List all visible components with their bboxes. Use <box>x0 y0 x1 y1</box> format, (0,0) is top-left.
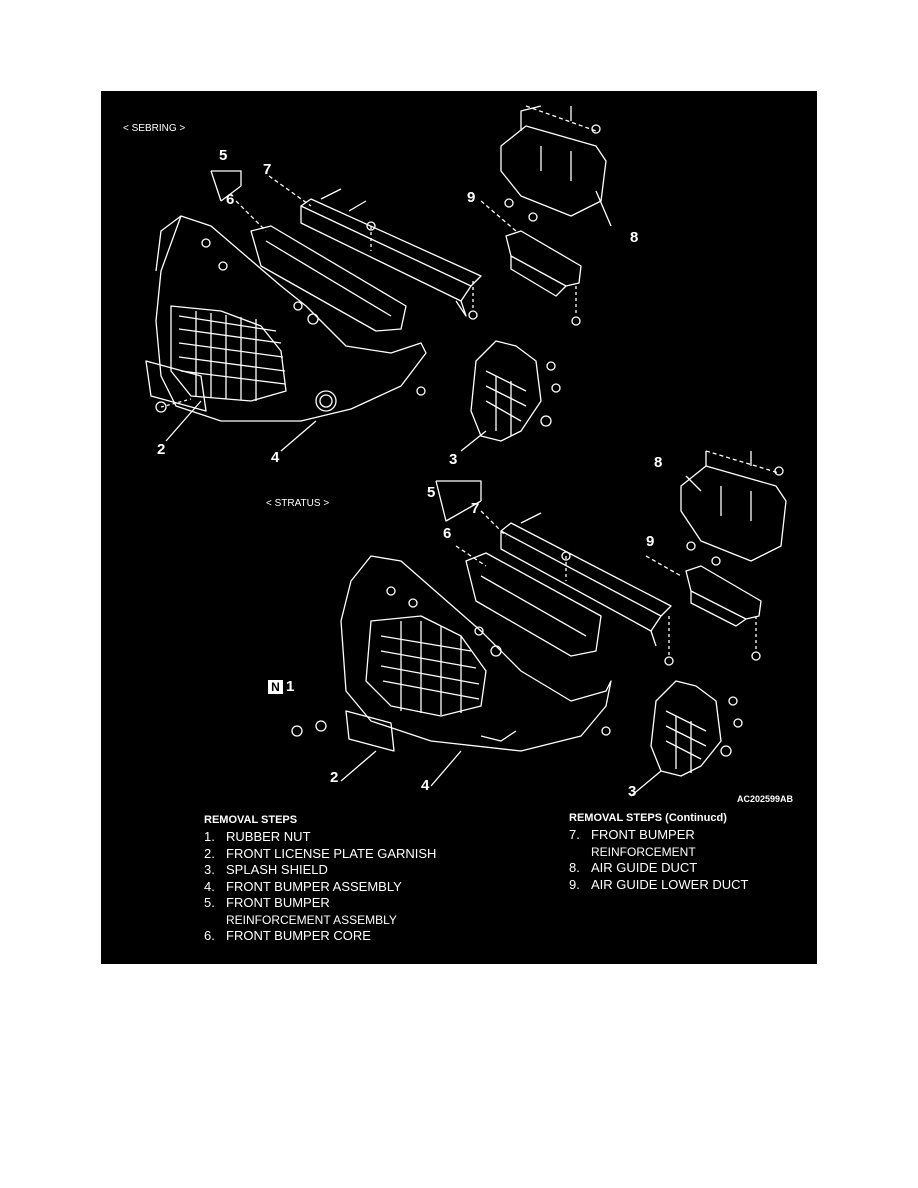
list-item-continuation: REINFORCEMENT ASSEMBLY <box>226 912 397 927</box>
callout-2: 2 <box>157 441 166 458</box>
reinforcement-7-stratus <box>500 522 672 617</box>
callout-5: 5 <box>219 147 228 164</box>
removal-steps-heading: REMOVAL STEPS <box>204 814 298 826</box>
list-item: 9.AIR GUIDE LOWER DUCT <box>569 876 749 892</box>
lower-duct-9 <box>505 230 582 287</box>
bumper-4 <box>155 215 427 422</box>
callout-9: 9 <box>467 189 476 206</box>
callout-8: 8 <box>630 229 639 246</box>
list-item-continuation: REINFORCEMENT <box>591 844 696 859</box>
license-plate-2-stratus <box>345 710 395 752</box>
air-duct-8-stratus <box>680 465 787 562</box>
core-6 <box>250 225 407 332</box>
callout-2-stratus: 2 <box>330 769 339 786</box>
callout-3-stratus: 3 <box>628 783 637 800</box>
air-duct-8 <box>500 125 607 217</box>
list-item: 4.FRONT BUMPER ASSEMBLY <box>204 878 402 894</box>
list-item: 3.SPLASH SHIELD <box>204 862 328 877</box>
callout-9-stratus: 9 <box>646 533 655 550</box>
callout-bracket <box>435 480 482 522</box>
list-item: 7.FRONT BUMPER <box>569 827 695 842</box>
splash-shield-3-stratus <box>650 680 722 777</box>
callout-bracket <box>210 170 242 202</box>
list-item: 2.FRONT LICENSE PLATE GARNISH <box>204 845 437 861</box>
lower-duct-9-stratus <box>685 565 762 620</box>
new-part-box: N <box>268 680 283 695</box>
callout-7-stratus: 7 <box>471 500 480 517</box>
callout-8-stratus: 8 <box>654 454 663 471</box>
callout-6: 6 <box>226 191 235 208</box>
exploded-view-illustration <box>145 105 787 797</box>
callout-4: 4 <box>271 449 280 466</box>
list-item: 6.FRONT BUMPER CORE <box>204 928 371 943</box>
figure-code: AC202599AB <box>737 794 794 804</box>
callout-7: 7 <box>263 161 272 178</box>
callout-5-stratus: 5 <box>427 484 436 501</box>
callout-6-stratus: 6 <box>443 525 452 542</box>
list-item: 1.RUBBER NUT <box>204 829 311 844</box>
sebring-title: < SEBRING > <box>123 123 186 134</box>
callout-3: 3 <box>449 451 458 468</box>
removal-steps-list: 1.RUBBER NUT 2.FRONT LICENSE PLATE GARNI… <box>204 829 436 945</box>
removal-steps-continued-heading: REMOVAL STEPS (Continucd) <box>569 812 727 824</box>
diagram-panel: < SEBRING > < STRATUS > 5 7 6 9 8 2 4 3 … <box>101 91 817 964</box>
list-item: 8.AIR GUIDE DUCT <box>569 860 698 875</box>
removal-steps-continued-list: 7.FRONT BUMPER REINFORCEMENT 8.AIR GUIDE… <box>569 827 748 893</box>
reinforcement-7 <box>300 198 482 287</box>
callout-4-stratus: 4 <box>421 777 430 794</box>
list-item: 5.FRONT BUMPER <box>204 895 330 910</box>
core-6-stratus <box>465 552 602 657</box>
bumper-4-stratus <box>340 555 612 752</box>
stratus-title: < STRATUS > <box>266 498 330 509</box>
license-plate-2 <box>145 360 207 412</box>
splash-shield-3 <box>470 340 542 442</box>
